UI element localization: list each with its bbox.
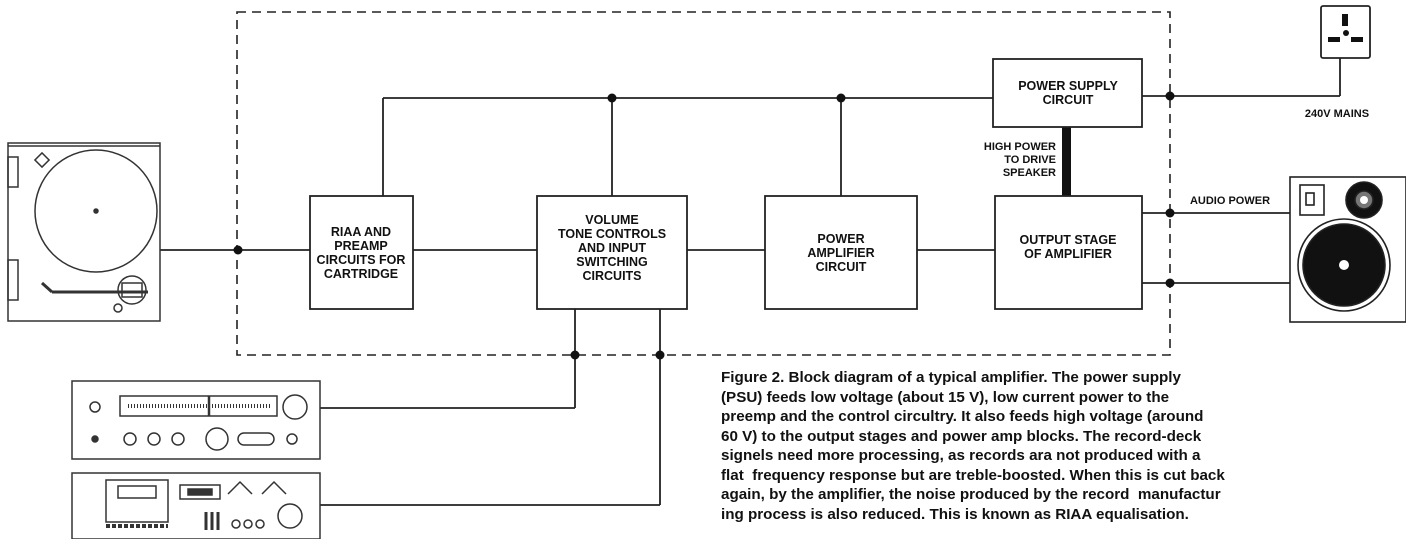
svg-text:OUTPUT STAGE: OUTPUT STAGE xyxy=(1020,233,1117,247)
svg-text:CIRCUITS: CIRCUITS xyxy=(582,269,641,283)
block-power-supply: POWER SUPPLY CIRCUIT xyxy=(992,58,1143,128)
svg-text:PREAMP: PREAMP xyxy=(334,239,387,253)
svg-text:SWITCHING: SWITCHING xyxy=(576,255,648,269)
svg-text:TONE CONTROLS: TONE CONTROLS xyxy=(558,227,666,241)
label-high-power-3: SPEAKER xyxy=(1003,167,1056,179)
block-riaa: RIAA AND PREAMP CIRCUITS FOR CARTRIDGE xyxy=(309,195,414,310)
amplifier-enclosure xyxy=(236,11,1171,356)
block-output-stage: OUTPUT STAGE OF AMPLIFIER xyxy=(994,195,1143,310)
svg-text:VOLUME: VOLUME xyxy=(585,213,638,227)
svg-text:AMPLIFIER: AMPLIFIER xyxy=(807,246,874,260)
block-volume: VOLUME TONE CONTROLS AND INPUT SWITCHING… xyxy=(536,195,688,310)
tuner-icon xyxy=(71,380,321,460)
label-high-power: HIGH POWER xyxy=(984,141,1056,153)
svg-text:CIRCUIT: CIRCUIT xyxy=(816,260,867,274)
turntable-icon xyxy=(7,142,161,322)
svg-text:AND INPUT: AND INPUT xyxy=(578,241,646,255)
svg-text:RIAA AND: RIAA AND xyxy=(331,225,391,239)
cassette-deck-icon xyxy=(71,472,321,539)
block-power-amplifier: POWER AMPLIFIER CIRCUIT xyxy=(764,195,918,310)
junction-dots xyxy=(233,91,1175,360)
mains-socket-icon xyxy=(1320,5,1371,59)
svg-text:CARTRIDGE: CARTRIDGE xyxy=(324,267,398,281)
wiring xyxy=(160,58,1341,506)
svg-text:OF AMPLIFIER: OF AMPLIFIER xyxy=(1024,247,1112,261)
speaker-icon xyxy=(1289,176,1406,323)
svg-text:POWER: POWER xyxy=(817,232,864,246)
svg-text:CIRCUITS FOR: CIRCUITS FOR xyxy=(317,253,406,267)
label-mains: 240V MAINS xyxy=(1305,108,1369,120)
label-high-power-2: TO DRIVE xyxy=(1004,154,1056,166)
figure-caption: Figure 2. Block diagram of a typical amp… xyxy=(721,369,1225,523)
svg-text:POWER SUPPLY: POWER SUPPLY xyxy=(1018,79,1118,93)
high-power-link xyxy=(1062,127,1071,196)
label-audio-power: AUDIO POWER xyxy=(1190,195,1270,207)
svg-text:CIRCUIT: CIRCUIT xyxy=(1043,93,1094,107)
